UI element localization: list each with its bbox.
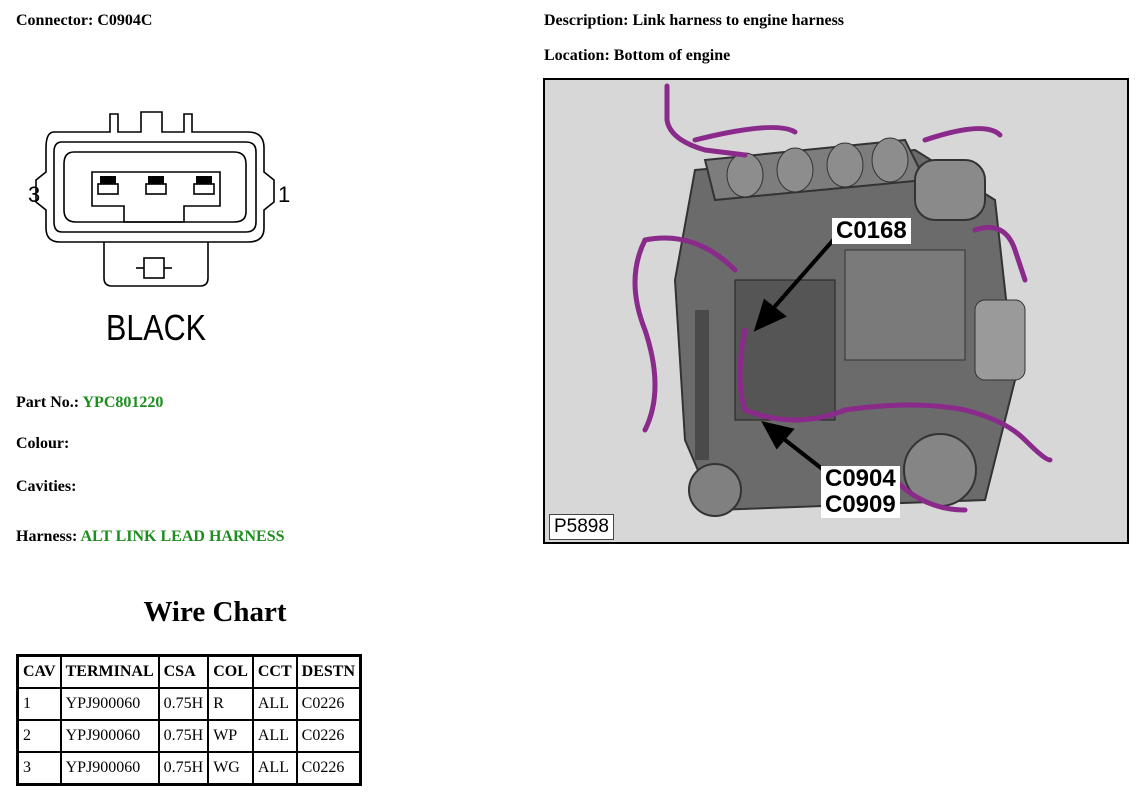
connector-label: Connector: bbox=[16, 12, 94, 29]
location-label: Location: bbox=[544, 47, 610, 64]
harness-value: ALT LINK LEAD HARNESS bbox=[80, 528, 285, 545]
description: Description: Link harness to engine harn… bbox=[544, 12, 844, 30]
colour-label: Colour: bbox=[16, 435, 70, 452]
table-header-row: CAV TERMINAL CSA COL CCT DESTN bbox=[16, 654, 362, 689]
connector-color-label: BLACK bbox=[106, 307, 206, 348]
cell-cav: 1 bbox=[16, 687, 62, 721]
harness-label: Harness: bbox=[16, 528, 78, 545]
cavities-label: Cavities: bbox=[16, 478, 77, 495]
header-csa: CSA bbox=[157, 654, 210, 689]
cell-terminal: YPJ900060 bbox=[59, 687, 160, 721]
connector-title: Connector: C0904C bbox=[16, 12, 152, 30]
header-terminal: TERMINAL bbox=[59, 654, 160, 689]
pin-right-label: 1 bbox=[278, 182, 290, 207]
part-number: Part No.: YPC801220 bbox=[16, 394, 163, 412]
location: Location: Bottom of engine bbox=[544, 47, 730, 65]
header-col: COL bbox=[207, 654, 254, 689]
cell-destn: C0226 bbox=[295, 751, 362, 786]
cell-col: R bbox=[207, 687, 254, 721]
cell-csa: 0.75H bbox=[157, 719, 210, 753]
connector-face-diagram: 3 1 BLACK bbox=[28, 111, 290, 348]
cell-cct: ALL bbox=[251, 719, 298, 753]
cell-col: WG bbox=[207, 751, 254, 786]
colour: Colour: bbox=[16, 435, 69, 453]
cell-destn: C0226 bbox=[295, 687, 362, 721]
cell-csa: 0.75H bbox=[157, 687, 210, 721]
table-row: 2 YPJ900060 0.75H WP ALL C0226 bbox=[16, 719, 362, 753]
cell-terminal: YPJ900060 bbox=[59, 751, 160, 786]
cell-cct: ALL bbox=[251, 751, 298, 786]
header-cct: CCT bbox=[251, 654, 298, 689]
connector-value: C0904C bbox=[97, 12, 153, 29]
callout-c0168: C0168 bbox=[832, 218, 911, 244]
cell-destn: C0226 bbox=[295, 719, 362, 753]
cell-cav: 3 bbox=[16, 751, 62, 786]
wire-chart-table: CAV TERMINAL CSA COL CCT DESTN 1 YPJ9000… bbox=[16, 654, 362, 786]
cell-col: WP bbox=[207, 719, 254, 753]
cell-cct: ALL bbox=[251, 687, 298, 721]
photo-reference: P5898 bbox=[549, 514, 614, 540]
pin-left-label: 3 bbox=[28, 182, 40, 207]
table-row: 1 YPJ900060 0.75H R ALL C0226 bbox=[16, 687, 362, 721]
callout-c0909: C0909 bbox=[821, 492, 900, 518]
cavities: Cavities: bbox=[16, 478, 76, 496]
header-cav: CAV bbox=[16, 654, 62, 689]
cell-cav: 2 bbox=[16, 719, 62, 753]
engine-location-photo: C0168 C0904 C0909 P5898 bbox=[543, 78, 1129, 544]
header-destn: DESTN bbox=[295, 654, 362, 689]
cell-terminal: YPJ900060 bbox=[59, 719, 160, 753]
cell-csa: 0.75H bbox=[157, 751, 210, 786]
part-number-value: YPC801220 bbox=[82, 394, 164, 411]
engine-illustration bbox=[632, 83, 1053, 517]
harness: Harness: ALT LINK LEAD HARNESS bbox=[16, 528, 285, 546]
callout-c0904: C0904 bbox=[821, 466, 900, 492]
table-row: 3 YPJ900060 0.75H WG ALL C0226 bbox=[16, 751, 362, 786]
part-number-label: Part No.: bbox=[16, 394, 80, 411]
location-value: Bottom of engine bbox=[613, 47, 731, 64]
description-value: Link harness to engine harness bbox=[632, 12, 845, 29]
wire-chart-title: Wire Chart bbox=[143, 596, 287, 628]
description-label: Description: bbox=[544, 12, 629, 29]
